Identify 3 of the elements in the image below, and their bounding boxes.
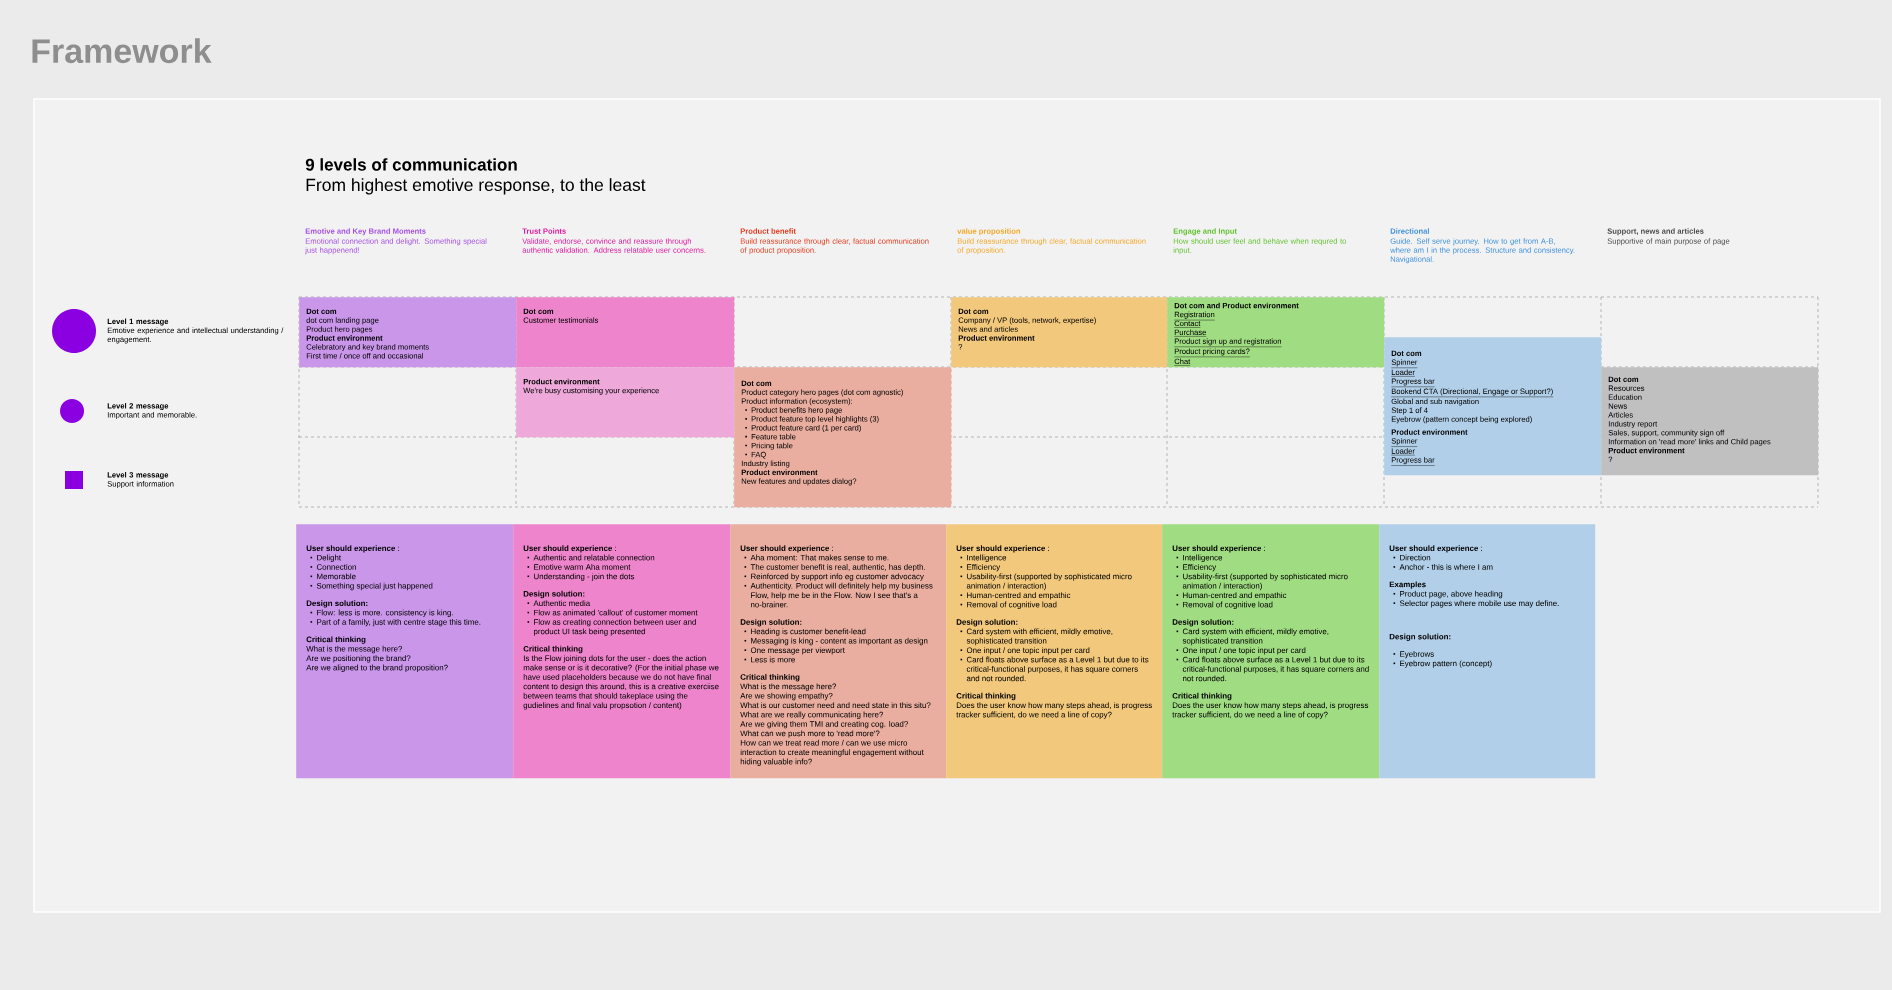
subheading-label: From highest emotive response, to the least	[306, 178, 646, 195]
page-title: Framework	[32, 38, 212, 64]
heading-label: 9 levels of communication	[305, 158, 517, 171]
